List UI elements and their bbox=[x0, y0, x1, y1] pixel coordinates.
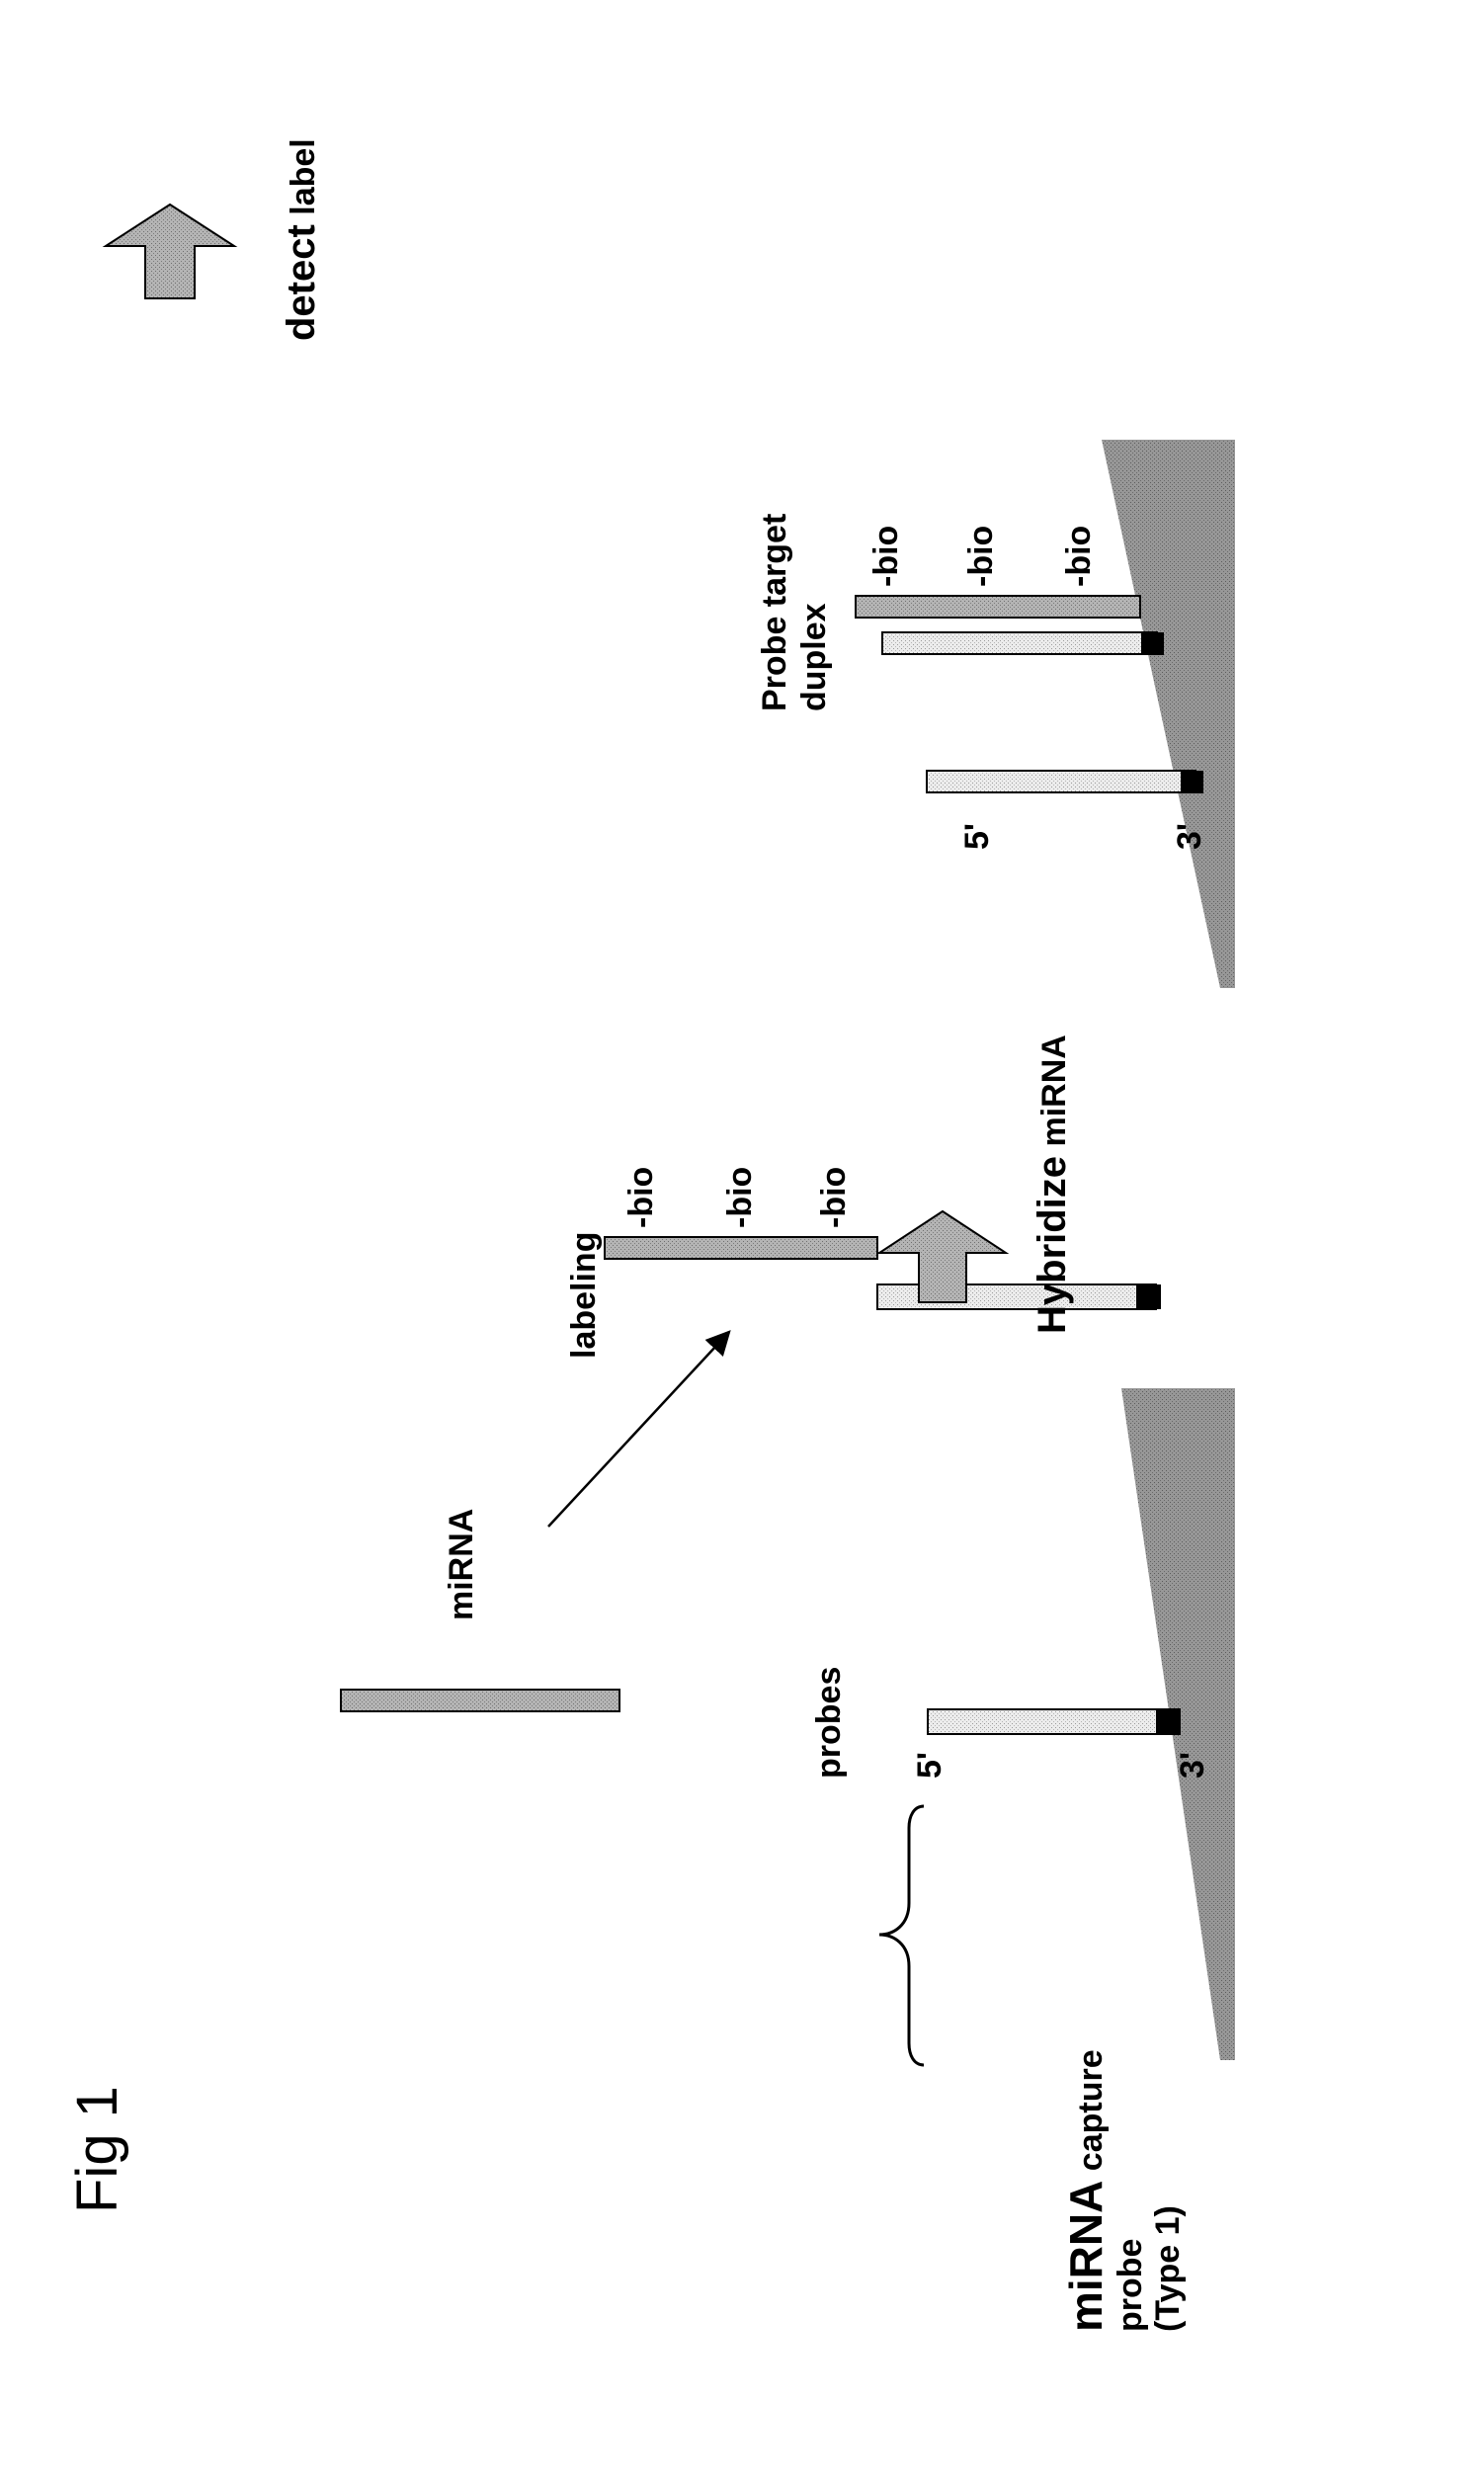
capture-probe-label-bold: miRNA bbox=[1060, 2181, 1112, 2332]
bio-tag: -bio bbox=[1060, 526, 1098, 587]
probe-anchor bbox=[1156, 1709, 1181, 1734]
duplex-target-strand bbox=[856, 596, 1140, 618]
hybridize-rest: miRNA bbox=[1035, 1035, 1073, 1156]
hybridize-bold: Hybridize bbox=[1031, 1156, 1074, 1334]
labeling-label: labeling bbox=[565, 1232, 603, 1359]
probe-anchor bbox=[1141, 632, 1164, 655]
five-prime-label: 5' bbox=[911, 1752, 948, 1779]
probe-anchor bbox=[1181, 771, 1203, 793]
probes-label: probes bbox=[810, 1667, 848, 1779]
labeled-mirna-strand bbox=[605, 1237, 877, 1259]
detect-rest: label bbox=[285, 138, 322, 224]
curly-brace bbox=[879, 1806, 924, 2065]
probe-anchor bbox=[1136, 1284, 1161, 1309]
array-surface-right bbox=[1102, 440, 1235, 988]
mirna-strand bbox=[341, 1690, 619, 1711]
duplex-label-line1: Probe target bbox=[756, 514, 793, 711]
capture-probe-strand bbox=[928, 1709, 1180, 1734]
three-prime-label: 3' bbox=[1174, 1752, 1211, 1779]
bio-tag: -bio bbox=[867, 526, 905, 587]
bio-tag: -bio bbox=[622, 1167, 660, 1228]
bio-tag: -bio bbox=[721, 1167, 759, 1228]
bio-tag: -bio bbox=[962, 526, 1000, 587]
detect-label: detect label bbox=[280, 138, 323, 341]
detect-bold: detect bbox=[280, 224, 323, 341]
labeling-arrow bbox=[548, 1332, 729, 1527]
capture-probe-label-rest: capture bbox=[1072, 2049, 1110, 2180]
detect-arrow bbox=[106, 205, 234, 298]
duplex-probe-strand bbox=[882, 632, 1157, 654]
capture-probe-label: miRNA capture probe (Type 1) bbox=[1060, 2049, 1187, 2332]
capture-probe-label-line3: (Type 1) bbox=[1149, 2205, 1187, 2332]
capture-probe-label-line2: probe bbox=[1112, 2239, 1149, 2332]
duplex-label-line2: duplex bbox=[795, 603, 833, 711]
hybridize-label: Hybridize miRNA bbox=[1031, 1035, 1074, 1334]
five-prime-label: 5' bbox=[958, 823, 996, 850]
mirna-label: miRNA bbox=[443, 1509, 480, 1620]
duplex-label: Probe target duplex bbox=[756, 514, 833, 711]
figure-title: Fig 1 bbox=[65, 2086, 129, 2213]
three-prime-label: 3' bbox=[1171, 823, 1208, 850]
svg-text:miRNA capture: miRNA capture bbox=[1060, 2049, 1112, 2332]
bio-tag: -bio bbox=[815, 1167, 853, 1228]
capture-probe-strand bbox=[927, 771, 1195, 792]
